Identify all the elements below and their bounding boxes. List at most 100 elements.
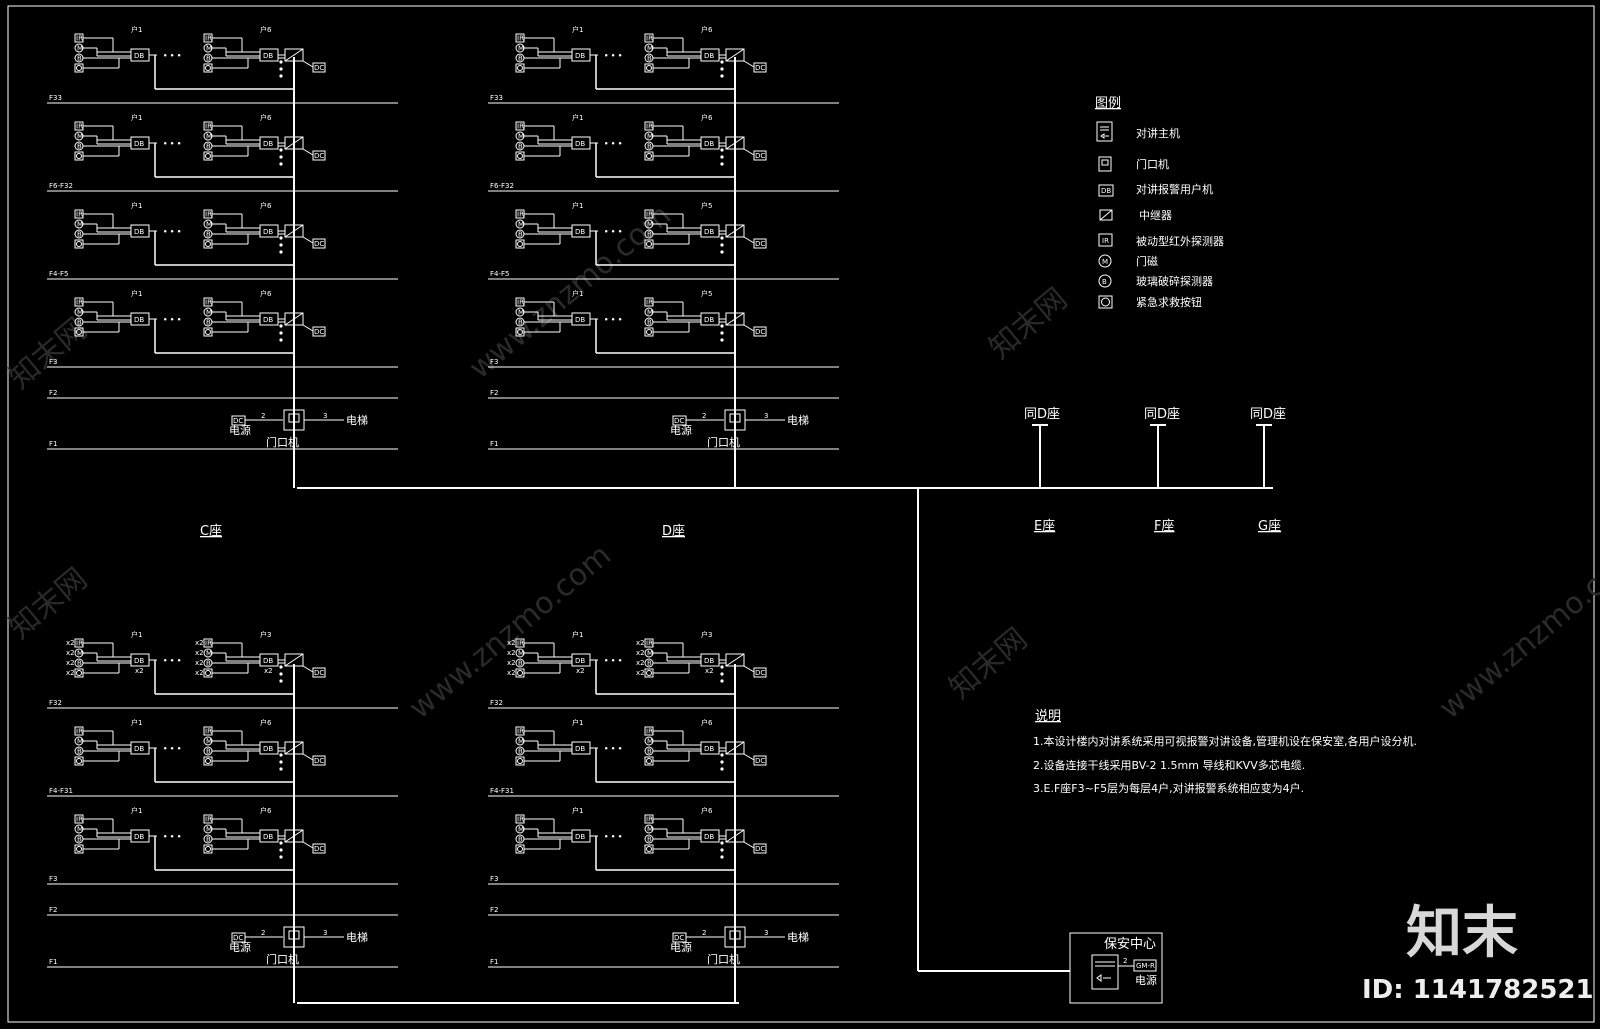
legend-label-ir: 被动型红外探测器 (1136, 234, 1224, 248)
repeater-icon (284, 224, 304, 238)
db-label: DB (704, 833, 714, 841)
door-magnet-icon: M (74, 307, 84, 317)
door-station-label: 门口机 (266, 952, 299, 966)
ir-label: IR (76, 640, 83, 648)
db-label: DB (704, 745, 714, 753)
db-label: DB (134, 140, 144, 148)
floor-label: F3 (49, 358, 57, 366)
m-label: M (647, 826, 653, 834)
legend-label-glass: 玻璃破碎探测器 (1136, 274, 1213, 288)
security-center: 保安中心 2 GM-R 电源 (1069, 932, 1163, 1004)
m-label: M (77, 221, 83, 229)
floor-label: F2 (490, 906, 498, 914)
multiplier-label: x2 (195, 669, 204, 677)
dc-label: DC (314, 757, 324, 765)
ir-detector-icon: IR (644, 209, 654, 219)
m-label: M (77, 650, 83, 658)
floor-label: F33 (49, 94, 62, 102)
household-last-label: 户5 (701, 289, 712, 298)
door-magnet-icon: M (644, 824, 654, 834)
household-first-label: 户1 (572, 289, 583, 298)
glass-break-icon: Bx2 (195, 658, 213, 668)
notes-title: 说明 (1035, 709, 1061, 724)
ir-label: IR (517, 816, 524, 824)
door-magnet-icon: M (515, 131, 525, 141)
glass-break-icon: B (515, 53, 525, 63)
glass-break-icon: B (203, 834, 213, 844)
repeater-icon (725, 48, 745, 62)
glass-break-icon: B (515, 141, 525, 151)
multiplier-label: x2 (705, 667, 714, 675)
branch-f-top-label: 同D座 (1144, 407, 1180, 422)
household-last-label: 户6 (701, 718, 713, 727)
household-last-label: 户6 (260, 289, 272, 298)
floor-label: F2 (49, 906, 57, 914)
repeater-icon (725, 312, 745, 326)
b-label: B (77, 836, 82, 844)
db-label: DB (263, 52, 273, 60)
door-magnet-icon: M (644, 219, 654, 229)
dc-power-icon: DC (312, 843, 326, 854)
door-station-label: 门口机 (707, 952, 740, 966)
m-label: M (647, 221, 653, 229)
floor-label: F1 (490, 440, 498, 448)
glass-break-icon: Bx2 (507, 658, 525, 668)
household-first-label: 户1 (131, 113, 142, 122)
legend-label-master: 对讲主机 (1136, 126, 1180, 140)
glass-break-icon: B (644, 141, 654, 151)
door-magnet-icon: M (644, 736, 654, 746)
ellipsis: • • • (163, 745, 181, 753)
drawing-frame (7, 5, 1595, 1023)
m-label: M (77, 309, 83, 317)
household-last-label: 户6 (260, 201, 272, 210)
dc-power-icon: DC (753, 238, 767, 249)
b-label: B (647, 660, 652, 668)
glass-break-icon: B (74, 53, 84, 63)
household-first-label: 户1 (572, 630, 583, 639)
ellipsis: • • • (604, 833, 622, 841)
repeater-icon (284, 312, 304, 326)
ellipsis: • • • (604, 52, 622, 60)
door-magnet-icon: M (1098, 254, 1112, 268)
glass-break-icon: Bx2 (636, 658, 654, 668)
m-label: M (77, 826, 83, 834)
db-label: DB (575, 833, 585, 841)
m-label: M (77, 45, 83, 53)
b-label: B (206, 143, 211, 151)
db-label: DB (134, 745, 144, 753)
svg-text:M: M (1102, 258, 1108, 266)
dc-power-icon: DC (753, 667, 767, 678)
door-magnet-icon: M (644, 131, 654, 141)
wire-count: 3 (323, 929, 327, 937)
repeater-icon (284, 741, 304, 755)
ir-label: IR (205, 640, 212, 648)
door-magnet-icon: M (74, 824, 84, 834)
glass-break-icon: B (644, 746, 654, 756)
repeater-icon (1099, 209, 1113, 221)
ir-detector-icon: IR (74, 33, 84, 43)
household-last-label: 户5 (701, 201, 712, 210)
floor-label: F1 (49, 958, 57, 966)
svg-text:DB: DB (1101, 187, 1111, 195)
gm-r-label: GM-R (1136, 962, 1155, 970)
gm-r-module (1133, 959, 1157, 972)
db-label: DB (134, 228, 144, 236)
b-label: B (518, 660, 523, 668)
repeater-icon (725, 829, 745, 843)
door-magnet-icon: M (74, 43, 84, 53)
note-1: 1.本设计楼内对讲系统采用可视报警对讲设备,管理机设在保安室,各用户设分机. (1033, 734, 1417, 748)
floor-label: F4-F31 (490, 787, 514, 795)
door-magnet-icon: Mx2 (195, 648, 213, 658)
repeater-icon (284, 653, 304, 667)
glass-break-icon: B (644, 229, 654, 239)
household-last-label: 户6 (260, 718, 272, 727)
elevator-label: 电梯 (787, 931, 809, 944)
